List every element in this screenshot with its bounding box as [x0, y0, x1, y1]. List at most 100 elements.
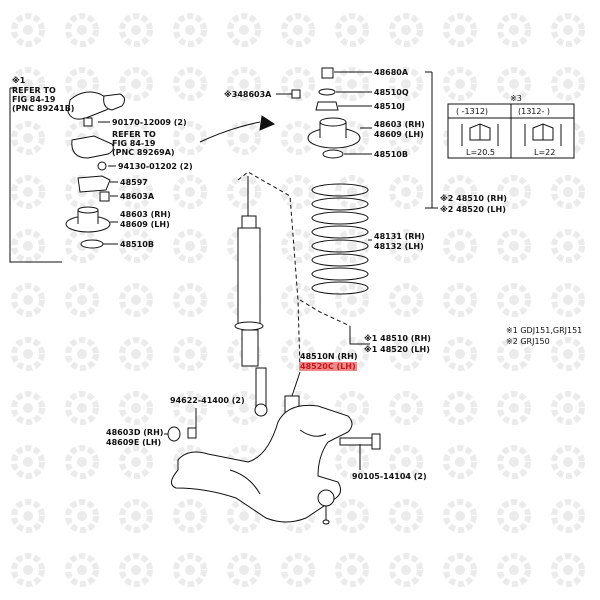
watermark-gear-icon [173, 13, 207, 47]
watermark-gear-icon [335, 553, 369, 587]
watermark-gear-icon [335, 229, 369, 263]
label-48603-rh-left: 48603 (RH) [120, 210, 171, 219]
watermark-gear-icon [497, 283, 531, 317]
washer-48510q [318, 88, 336, 96]
watermark-gear-icon [65, 337, 99, 371]
watermark-gear-icon [65, 391, 99, 425]
watermark-gear-icon [497, 445, 531, 479]
watermark-gear-icon [551, 337, 585, 371]
watermark-gear-icon [389, 391, 423, 425]
watermark-gear-icon [497, 229, 531, 263]
label-94622: 94622-41400 (2) [170, 396, 245, 405]
watermark-gear-icon [443, 13, 477, 47]
watermark-gear-icon [497, 391, 531, 425]
label-48603-rh-top: 48603 (RH) [374, 120, 425, 129]
label-48609-lh-top: 48609 (LH) [374, 130, 424, 139]
label-48609-lh-left: 48609 (LH) [120, 220, 170, 229]
watermark-gear-icon [173, 67, 207, 101]
watermark-gear-icon [65, 553, 99, 587]
watermark-gear-icon [281, 175, 315, 209]
watermark-gear-icon [389, 175, 423, 209]
part-48597-shape [77, 175, 111, 193]
watermark-gear-icon [443, 499, 477, 533]
refer2-line1[interactable]: REFER TO [112, 130, 156, 139]
watermark-gear-icon [173, 283, 207, 317]
label-spring-lh: 48132 (LH) [374, 242, 424, 251]
refer1-line1[interactable]: REFER TO [12, 86, 56, 95]
label-48603d: 48603D (RH) [106, 428, 164, 437]
watermark-gear-icon [389, 13, 423, 47]
watermark-gear-icon [227, 175, 261, 209]
watermark-gear-icon [551, 229, 585, 263]
cushion-48603d [167, 426, 181, 442]
watermark-gear-icon [65, 283, 99, 317]
washer-48510b-left [80, 239, 104, 249]
nut-48603a-left [99, 191, 110, 202]
watermark-gear-icon [551, 445, 585, 479]
watermark-gear-icon [389, 499, 423, 533]
watermark-gear-icon [551, 13, 585, 47]
label-48520c-highlighted[interactable]: 48520C (LH) [299, 362, 357, 371]
nut-48680a [321, 67, 334, 79]
watermark-gear-icon [173, 391, 207, 425]
watermark-gear-icon [281, 283, 315, 317]
refer1-line2[interactable]: FIG 84-19 [12, 95, 56, 104]
watermark-gear-icon [389, 121, 423, 155]
washer-48510b-top [322, 149, 344, 159]
table-col1-length: L=20.5 [466, 148, 495, 157]
label-94130: 94130-01202 (2) [118, 162, 193, 171]
watermark-gear-icon [119, 553, 153, 587]
watermark-gear-icon [443, 445, 477, 479]
watermark-gear-icon [119, 67, 153, 101]
watermark-gear-icon [497, 13, 531, 47]
watermark-gear-icon [335, 283, 369, 317]
watermark-gear-icon [119, 391, 153, 425]
watermark-gear-icon [65, 499, 99, 533]
label-48603a-left: 48603A [120, 192, 155, 201]
watermark-gear-icon [11, 229, 45, 263]
assembly-bracket-2 [425, 72, 433, 209]
cushion-48510j [315, 101, 339, 111]
watermark-gear-icon [11, 391, 45, 425]
bolt-94130 [97, 161, 107, 171]
watermark-gear-icon [11, 13, 45, 47]
watermark-gear-icon [173, 499, 207, 533]
watermark-gear-icon [281, 337, 315, 371]
table-col1-header: ( -1312) [456, 107, 489, 116]
watermark-gear-icon [551, 283, 585, 317]
note3-header: ※3 [510, 94, 522, 103]
watermark-gear-icon [173, 337, 207, 371]
watermark-gear-icon [497, 499, 531, 533]
nut-48603a-top [291, 89, 301, 99]
legend-note2: ※2 GRJ150 [506, 337, 550, 346]
label-48510j: 48510J [374, 102, 405, 111]
label-48510b-top: 48510B [374, 150, 408, 159]
watermark-gear-icon [497, 553, 531, 587]
label-assy-note2-lh: ※2 48520 (LH) [440, 205, 506, 214]
watermark-gear-icon [497, 337, 531, 371]
watermark-gear-icon [443, 553, 477, 587]
watermark-gear-icon [389, 337, 423, 371]
label-assy-note2-rh: ※2 48510 (RH) [440, 194, 507, 203]
watermark-gear-icon [11, 283, 45, 317]
refer2-line2[interactable]: FIG 84-19 [112, 139, 156, 148]
watermark-gear-icon [119, 337, 153, 371]
watermark-gear-icon [227, 121, 261, 155]
watermark-gear-icon [389, 445, 423, 479]
label-48609e: 48609E (LH) [106, 438, 162, 447]
watermark-gear-icon [65, 445, 99, 479]
watermark-gear-icon [173, 229, 207, 263]
watermark-gear-icon [11, 445, 45, 479]
label-48510q: 48510Q [374, 88, 409, 97]
label-48680a: 48680A [374, 68, 409, 77]
watermark-gear-icon [65, 13, 99, 47]
watermark-gear-icon [551, 175, 585, 209]
watermark-gear-icon [389, 229, 423, 263]
watermark-gear-icon [551, 553, 585, 587]
watermark-gear-icon [119, 175, 153, 209]
refer2-line3[interactable]: (PNC 89269A) [112, 148, 175, 157]
refer1-line3[interactable]: (PNC 89241B) [12, 104, 75, 113]
watermark-gear-icon [281, 553, 315, 587]
